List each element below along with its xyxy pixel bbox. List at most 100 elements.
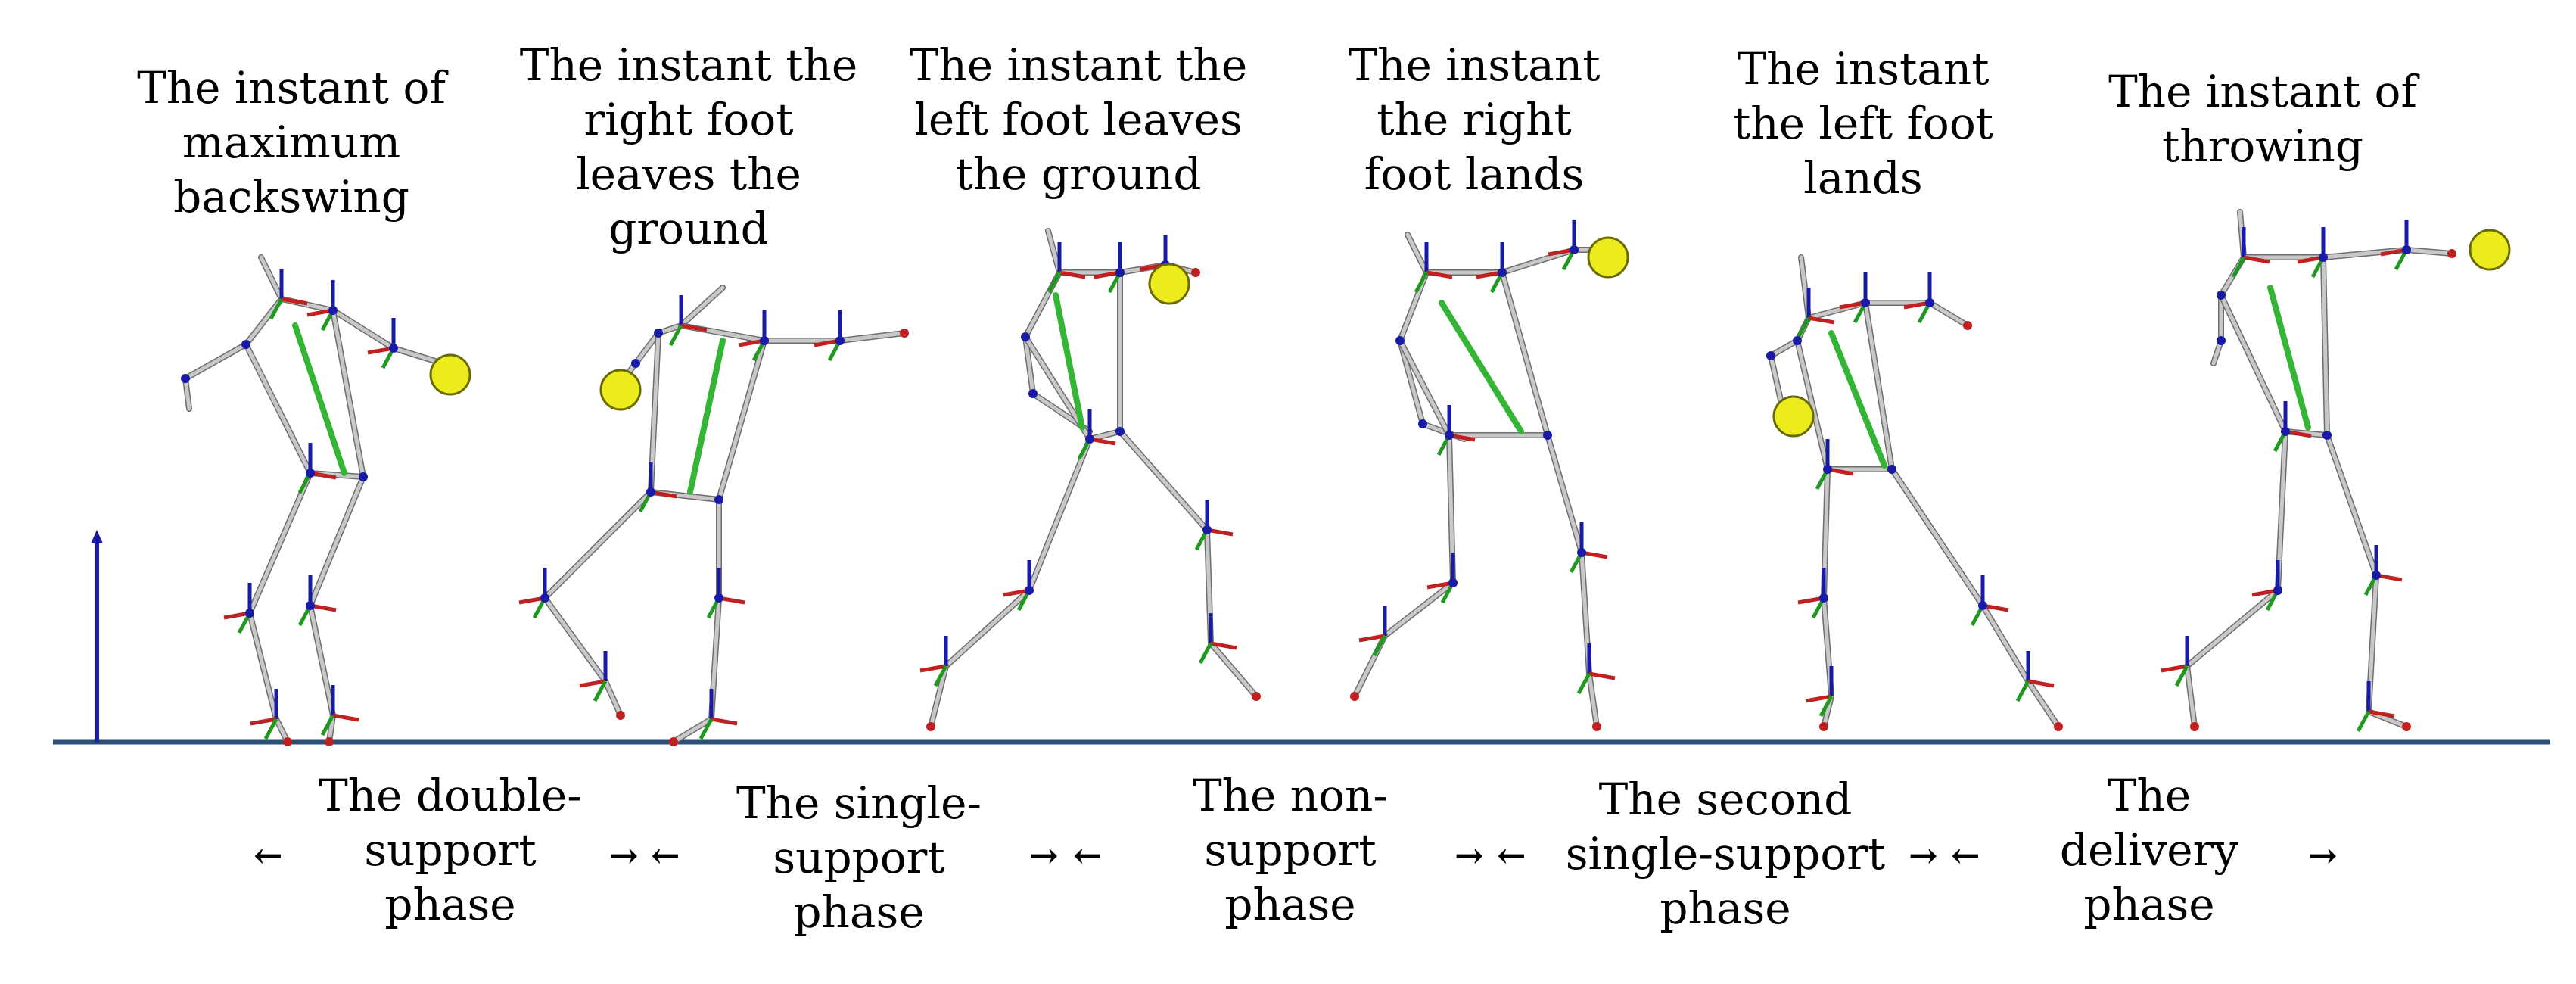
phase-line: phase [384, 879, 516, 930]
joint-marker [2372, 571, 2381, 580]
foot-segment [671, 717, 714, 744]
forearm-segment [391, 346, 445, 366]
foot-segment [1209, 641, 1258, 699]
trunk-segment [2321, 255, 2329, 438]
upper-arm-segment [183, 342, 248, 381]
instant-caption-1: The instant of maximum backswing [117, 61, 465, 224]
axis-y-marker [263, 718, 278, 740]
instant-caption-3: The instant the left foot leaves the gro… [904, 38, 1252, 201]
axis-y-marker [1796, 316, 1811, 339]
instant-caption-5: The instant the left foot lands [1689, 42, 2037, 205]
caption-line: The instant [1737, 43, 1990, 95]
ball [429, 353, 471, 396]
axis-x-marker [711, 717, 738, 726]
joint-marker [1085, 434, 1094, 444]
joint-marker [926, 722, 935, 731]
thigh-segment [543, 490, 653, 600]
trunk-segment [1398, 338, 1451, 438]
axis-y-marker [269, 297, 284, 320]
axis-x-marker [1588, 671, 1616, 680]
joint-marker [1793, 336, 1802, 345]
axis-x-marker [1059, 270, 1086, 279]
axis-y-marker [1414, 271, 1429, 294]
thigh-segment [247, 471, 313, 615]
axis-y-marker [2015, 680, 2030, 702]
axis-x-marker [1210, 641, 1237, 650]
instant-caption-2: The instant the right foot leaves the gr… [515, 38, 863, 256]
axis-x-marker [919, 664, 947, 673]
phase-line: support [773, 832, 945, 883]
joint-marker [900, 329, 909, 338]
vertical-axis-arrowhead [91, 530, 103, 543]
pelvis-segment [1087, 429, 1122, 441]
joint-marker [1925, 298, 1934, 307]
thigh-segment [1118, 429, 1209, 532]
axis-x-marker [1805, 694, 1832, 703]
shank-segment [1980, 603, 2030, 684]
axis-y-marker [2231, 256, 2246, 279]
joint-marker [1448, 578, 1458, 587]
spine-segment [292, 322, 347, 476]
caption-line: The instant the [909, 39, 1248, 91]
joint-marker [540, 593, 549, 603]
joint-marker [2402, 245, 2411, 254]
axis-y-marker [1372, 634, 1387, 657]
arrow-icon: ← [254, 835, 283, 876]
joint-marker [2402, 722, 2411, 731]
trunk-segment [1795, 338, 1830, 472]
joint-marker [2281, 427, 2290, 436]
joint-marker [1115, 268, 1125, 277]
axis-y-marker [2356, 710, 2371, 733]
phase-line: phase [793, 886, 925, 938]
joint-marker [241, 340, 250, 349]
axis-x-marker [281, 297, 308, 306]
head-segment [679, 285, 725, 328]
axis-x-marker [1358, 634, 1386, 643]
joint-marker [1395, 336, 1405, 345]
caption-line: lands [1803, 152, 1923, 204]
ball [599, 369, 642, 411]
joint-marker [760, 336, 769, 345]
shank-segment [1383, 581, 1455, 638]
arrow-icon: → [609, 835, 639, 876]
axis-x-marker [250, 717, 277, 726]
caption-line: the ground [955, 148, 1202, 200]
spine-segment [1828, 330, 1887, 469]
phase-line: The non- [1192, 770, 1389, 821]
caption-line: ground [608, 203, 769, 254]
trunk-segment [717, 338, 767, 502]
arrow-icon: ← [1497, 835, 1526, 876]
phase-line: single-support [1565, 828, 1886, 880]
axis-x-marker [1808, 316, 1835, 325]
caption-line: The instant of [137, 62, 446, 114]
trunk-segment [1863, 300, 1894, 472]
spine-segment [2267, 285, 2311, 431]
joint-marker [1861, 298, 1870, 307]
caption-line: backswing [173, 171, 409, 223]
axis-x-marker [2161, 664, 2188, 673]
axis-y-marker [593, 680, 608, 702]
joint-marker [325, 737, 334, 746]
instant-caption-6: The instant of throwing [2089, 64, 2437, 173]
caption-line: The instant [1348, 39, 1601, 91]
trunk-segment [244, 342, 313, 475]
foot-segment [1587, 671, 1599, 729]
axis-y-marker [1818, 695, 1834, 718]
joint-marker [1766, 351, 1775, 360]
axis-y-marker [1576, 672, 1591, 695]
phase-line: The single- [736, 777, 982, 829]
ball [1587, 236, 1629, 279]
joint-marker [1498, 268, 1507, 277]
joint-marker [2447, 249, 2456, 258]
phase-label-5: The delivery phase [1983, 768, 2316, 932]
caption-line: the left foot [1732, 98, 1994, 149]
ball [2469, 229, 2511, 271]
foot-segment [929, 664, 948, 729]
foot-segment [2026, 679, 2061, 729]
head-segment [259, 255, 284, 301]
thigh-segment [308, 475, 366, 608]
spine-segment [1053, 292, 1085, 431]
phase-line: The second [1598, 774, 1853, 825]
caption-line: leaves the [576, 148, 801, 200]
